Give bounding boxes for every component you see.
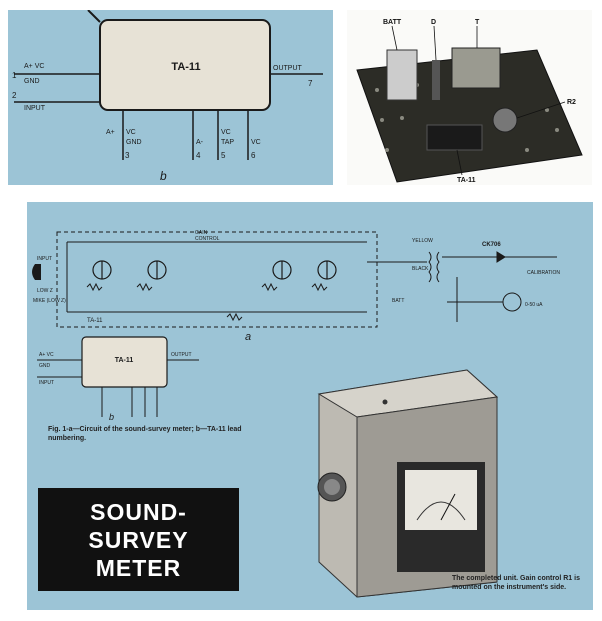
inset-gnd: GND <box>39 363 51 369</box>
article-title: SOUND- SURVEY METER <box>38 488 239 591</box>
label-d: D <box>431 19 436 26</box>
gain-label-b: CONTROL <box>195 236 220 242</box>
label-r2: R2 <box>567 99 576 106</box>
black-label: BLACK <box>412 266 429 272</box>
gain-label-a: GAIN <box>195 230 208 236</box>
pin4-num: 4 <box>196 151 201 160</box>
pin3-label-b: VC <box>126 129 136 136</box>
lead-diagram: TA-11 1 A+ VC GND 2 INPUT OUTPUT 7 A+ VC… <box>12 9 323 183</box>
ta11-module <box>426 124 483 151</box>
pin1-label-b: GND <box>24 78 40 85</box>
resistors <box>86 282 328 322</box>
pin3-label-a: A+ <box>106 129 115 136</box>
pin6-label: VC <box>251 139 261 146</box>
battery <box>386 49 418 101</box>
ta11-schematic-label: TA-11 <box>87 318 103 324</box>
mic-symbol <box>32 264 41 280</box>
board-illustration: BATT D T R2 TA-11 <box>356 19 583 184</box>
input-label: INPUT <box>37 256 52 262</box>
fig-letter-b-inset: b <box>109 412 114 422</box>
circuit-board-photo: BATT D T R2 TA-11 <box>347 10 592 185</box>
label-t: T <box>475 19 480 26</box>
fig-letter-b: b <box>160 169 167 183</box>
pin2-label: INPUT <box>24 105 46 112</box>
pin1-num: 1 <box>12 71 17 80</box>
potentiometer-r2 <box>492 107 518 133</box>
label-ta11: TA-11 <box>457 177 476 184</box>
diode <box>432 60 440 100</box>
label-batt: BATT <box>383 19 402 26</box>
pin6-num: 6 <box>251 151 256 160</box>
lead-diagram-panel: TA-11 1 A+ VC GND 2 INPUT OUTPUT 7 A+ VC… <box>8 9 333 185</box>
chip-label: TA-11 <box>171 61 200 73</box>
inset-input: INPUT <box>39 380 54 386</box>
pin2-num: 2 <box>12 91 17 100</box>
pin1-label-a: A+ VC <box>24 63 44 70</box>
ck706-label: CK706 <box>482 242 501 248</box>
meter-label: 0-50 uA <box>525 302 543 308</box>
pin5-label-a: VC <box>221 129 231 136</box>
schematic-diagram: INPUT LOW Z MIKE (LOW Z) GAIN CONTROL TA… <box>32 230 560 598</box>
inset-pin-a: A+ VC <box>39 352 54 358</box>
fig-letter-a: a <box>245 331 251 343</box>
chip-body <box>99 19 271 111</box>
pointer-arrow <box>87 9 101 23</box>
yellow-label: YELLOW <box>412 238 433 244</box>
pin3-label-c: GND <box>126 139 142 146</box>
batt-label: BATT <box>392 298 404 304</box>
title-line-1: SOUND- <box>90 498 187 525</box>
output-section <box>367 251 557 322</box>
transistor-stages <box>92 260 337 280</box>
transformer <box>451 47 501 89</box>
photo-caption: The completed unit. Gain control R1 is m… <box>452 575 580 591</box>
pin4-label: A- <box>196 139 204 146</box>
title-line-3: METER <box>95 554 182 581</box>
title-line-2: SURVEY <box>88 526 189 553</box>
output-pin: 7 <box>308 79 313 88</box>
inset-output: OUTPUT <box>171 352 192 358</box>
pin3-num: 3 <box>125 151 130 160</box>
calibration-label: CALIBRATION <box>527 270 560 276</box>
meter-box-photo <box>317 369 499 598</box>
inset-chip-body <box>81 336 168 388</box>
figure-caption: Fig. 1-a—Circuit of the sound-survey met… <box>48 426 242 442</box>
pin5-label-b: TAP <box>221 139 234 146</box>
inset-chip-label: TA-11 <box>115 357 134 364</box>
low-z-label: LOW Z <box>37 288 53 294</box>
ta11-dashed-box <box>56 231 378 328</box>
mike-label: MIKE (LOW Z) <box>33 298 66 304</box>
pin5-num: 5 <box>221 151 226 160</box>
output-label: OUTPUT <box>273 65 303 72</box>
